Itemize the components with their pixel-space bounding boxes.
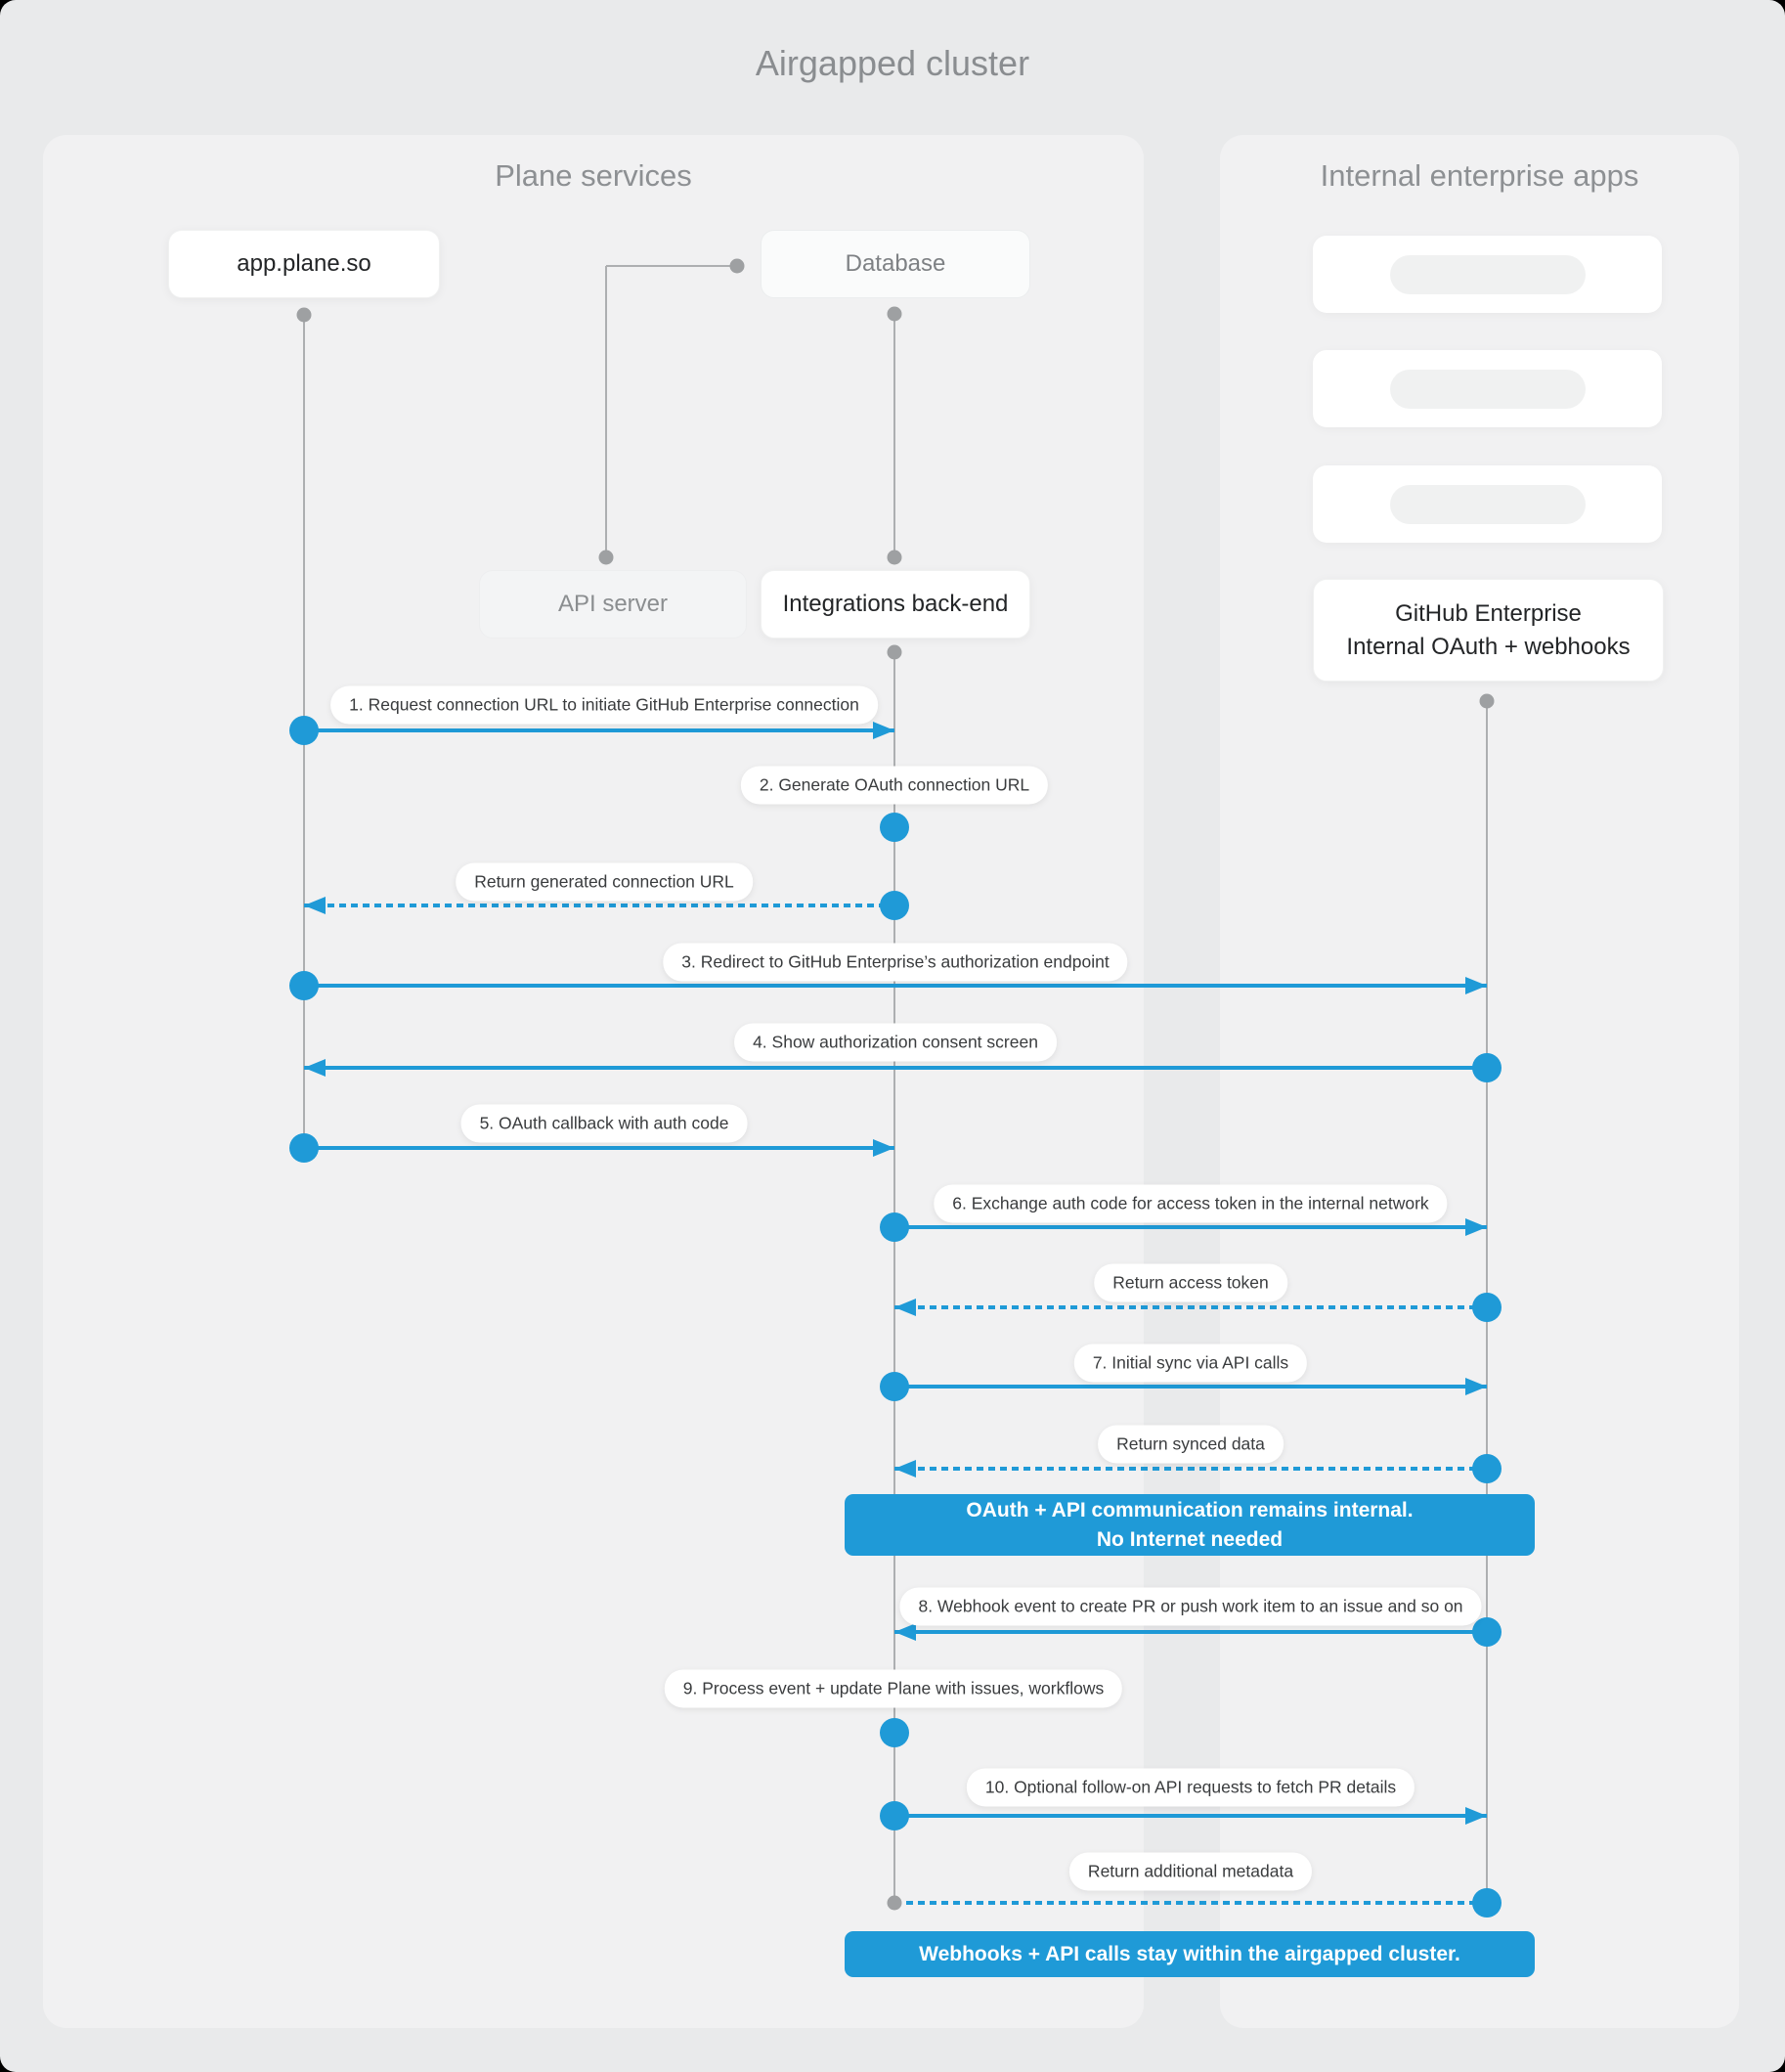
message-arrowhead: [873, 722, 894, 739]
message-origin-dot: [880, 891, 909, 920]
message-origin-dot: [880, 1718, 909, 1747]
lifeline: [893, 652, 895, 1903]
page-title: Airgapped cluster: [755, 43, 1030, 83]
message-label: 6. Exchange auth code for access token i…: [934, 1184, 1448, 1223]
lifeline-endpoint-dot: [598, 550, 614, 565]
message-label: 4. Show authorization consent screen: [734, 1023, 1057, 1062]
lifeline: [605, 266, 607, 557]
placeholder-app-card: [1313, 350, 1662, 427]
panel-plane-services-header: Plane services: [495, 158, 692, 193]
panel-internal-apps-header: Internal enterprise apps: [1320, 158, 1639, 193]
lifeline-endpoint-dot: [296, 307, 312, 323]
panel-internal-enterprise-apps: Internal enterprise apps: [1220, 135, 1739, 2028]
actor-label: GitHub Enterprise: [1395, 599, 1582, 627]
message-label: Return additional metadata: [1068, 1852, 1313, 1891]
message-label: 9. Process event + update Plane with iss…: [664, 1669, 1123, 1708]
message-origin-dot: [1472, 1293, 1502, 1322]
actor-label: Database: [845, 250, 946, 277]
message-arrowhead: [894, 1299, 916, 1316]
lifeline-endpoint-dot: [729, 258, 745, 274]
message-arrow-line: [894, 1630, 1487, 1634]
message-arrow-line: [894, 1225, 1487, 1229]
message-origin-dot: [289, 971, 319, 1000]
message-arrow-line: [304, 728, 894, 732]
message-arrow-line: [304, 904, 894, 907]
actor-database: Database: [761, 230, 1030, 298]
actor-label: Integrations back-end: [782, 591, 1009, 617]
message-origin-dot: [1472, 1888, 1502, 1918]
message-label: Return access token: [1094, 1263, 1287, 1302]
message-arrowhead: [894, 1623, 916, 1641]
actor-integrations-backend: Integrations back-end: [761, 570, 1030, 639]
message-label: 8. Webhook event to create PR or push wo…: [899, 1587, 1482, 1626]
banner-text-line: OAuth + API communication remains intern…: [966, 1498, 1414, 1521]
internal-note-banner: OAuth + API communication remains intern…: [845, 1494, 1535, 1556]
message-origin-dot: [880, 813, 909, 842]
actor-label: API server: [557, 591, 669, 617]
lifeline-endpoint-dot: [887, 550, 902, 565]
placeholder-label-bar: [1389, 369, 1586, 409]
message-origin-dot: [1472, 1053, 1502, 1082]
message-label: 7. Initial sync via API calls: [1073, 1344, 1308, 1383]
placeholder-app-card: [1313, 236, 1662, 313]
message-arrowhead: [304, 1059, 326, 1077]
lifeline-endpoint-dot: [887, 306, 902, 322]
placeholder-label-bar: [1389, 484, 1586, 524]
message-arrow-line: [894, 1901, 1487, 1905]
message-arrow-line: [894, 1385, 1487, 1389]
lifeline: [893, 314, 895, 557]
panel-plane-services: Plane services: [43, 135, 1144, 2028]
message-label: 2. Generate OAuth connection URL: [740, 766, 1049, 805]
message-origin-dot: [1472, 1454, 1502, 1483]
message-label: 5. OAuth callback with auth code: [460, 1104, 748, 1143]
message-arrow-line: [894, 1467, 1487, 1471]
message-origin-dot: [880, 1212, 909, 1242]
message-arrowhead: [1465, 1807, 1487, 1825]
message-label: Return synced data: [1098, 1425, 1284, 1464]
message-label: 3. Redirect to GitHub Enterprise’s autho…: [663, 943, 1128, 982]
message-origin-dot: [289, 716, 319, 745]
message-arrowhead: [873, 1139, 894, 1157]
placeholder-label-bar: [1389, 254, 1586, 294]
message-arrowhead: [894, 1460, 916, 1477]
lifeline-endpoint-dot: [887, 1895, 902, 1911]
message-origin-dot: [880, 1801, 909, 1830]
message-origin-dot: [880, 1372, 909, 1401]
message-origin-dot: [289, 1133, 319, 1163]
lifeline-elbow-connector: [606, 265, 737, 267]
banner-text-line: Webhooks + API calls stay within the air…: [919, 1942, 1460, 1965]
message-label: 1. Request connection URL to initiate Gi…: [330, 685, 878, 725]
message-arrow-line: [894, 1305, 1487, 1309]
message-origin-dot: [1472, 1617, 1502, 1647]
message-arrowhead: [1465, 1218, 1487, 1236]
message-arrowhead: [304, 897, 326, 914]
message-arrow-line: [894, 1814, 1487, 1818]
lifeline-endpoint-dot: [1479, 693, 1495, 709]
banner-text-line: No Internet needed: [1096, 1527, 1284, 1551]
lifeline-endpoint-dot: [887, 644, 902, 660]
message-label: 10. Optional follow-on API requests to f…: [966, 1768, 1415, 1807]
message-arrowhead: [1465, 977, 1487, 994]
placeholder-app-card: [1313, 465, 1662, 543]
actor-label: app.plane.so: [237, 250, 371, 277]
actor-api-server: API server: [479, 570, 747, 639]
actor-app-plane-so: app.plane.so: [168, 230, 440, 298]
message-label: Return generated connection URL: [456, 862, 753, 902]
message-arrow-line: [304, 1146, 894, 1150]
message-arrow-line: [304, 984, 1487, 988]
actor-label: Internal OAuth + webhooks: [1346, 633, 1631, 660]
message-arrowhead: [1465, 1378, 1487, 1395]
message-arrow-line: [304, 1066, 1487, 1070]
airgapped-note-banner: Webhooks + API calls stay within the air…: [845, 1931, 1535, 1977]
